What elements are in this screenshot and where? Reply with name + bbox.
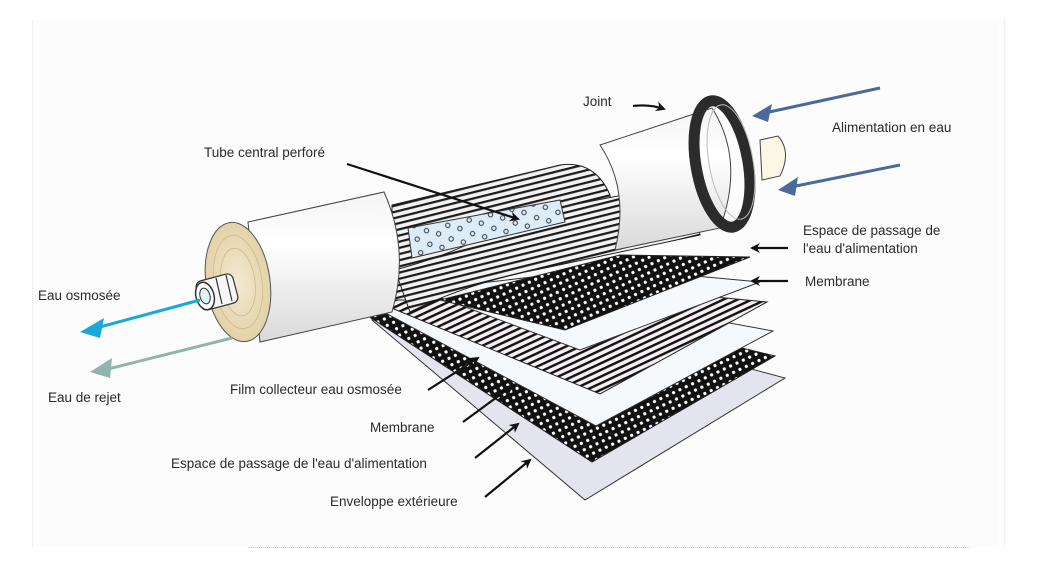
label-feed-spacer-top-line2: l'eau d'alimentation <box>803 241 918 256</box>
permeate-arrow <box>80 298 201 338</box>
label-outer-wrap: Enveloppe extérieure <box>330 494 458 509</box>
label-reject: Eau de rejet <box>48 390 121 405</box>
label-feed-water: Alimentation en eau <box>832 120 952 135</box>
label-permeate: Eau osmosée <box>38 288 121 303</box>
label-permeate-collector: Film collecteur eau osmosée <box>230 382 402 397</box>
perforated-central-tube <box>407 199 566 259</box>
layer-feed-spacer-top <box>439 254 751 331</box>
label-perforated-tube: Tube central perforé <box>204 145 326 160</box>
frame-border-bottom <box>248 547 970 548</box>
label-membrane-top: Membrane <box>805 274 870 289</box>
feed-water-arrows <box>752 86 901 196</box>
label-membrane-bottom: Membrane <box>370 420 435 435</box>
label-feed-spacer-bottom: Espace de passage de l'eau d'alimentatio… <box>171 456 427 471</box>
frame-border-right <box>1004 20 1005 548</box>
label-feed-spacer-top-line1: Espace de passage de <box>803 223 941 238</box>
cylinder-shell-left <box>247 191 400 343</box>
label-joint: Joint <box>583 94 612 109</box>
feed-inlet-stub <box>759 135 786 181</box>
cylinder-shell-right <box>599 107 732 251</box>
joint-ring <box>688 95 756 233</box>
permeate-outlet-nozzle <box>194 273 239 311</box>
leader-arrows <box>346 101 788 498</box>
reject-arrow <box>90 336 233 378</box>
